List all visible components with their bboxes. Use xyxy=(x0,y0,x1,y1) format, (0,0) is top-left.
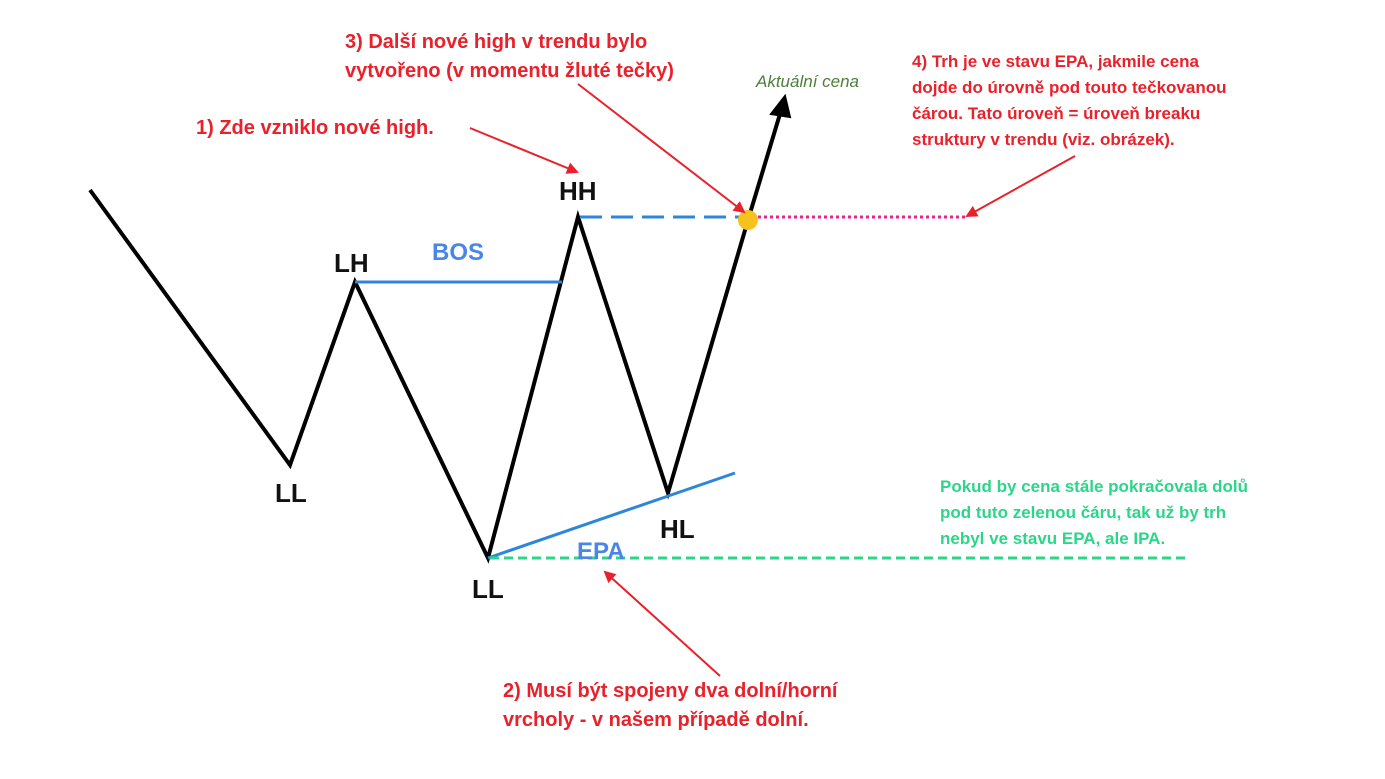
label-current-price: Aktuální cena xyxy=(756,72,860,91)
note-5: Pokud by cena stále pokračovala dolů pod… xyxy=(940,474,1248,552)
note-4-line-3: čárou. Tato úroveň = úroveň breaku xyxy=(912,104,1201,123)
label-lh: LH xyxy=(334,248,369,278)
note-4-line-4: struktury v trendu (viz. obrázek). xyxy=(912,130,1175,149)
price-arrow-line xyxy=(746,103,785,221)
label-epa: EPA xyxy=(577,538,625,565)
note-5-line-2: pod tuto zelenou čáru, tak už by trh xyxy=(940,503,1227,522)
note-3: 3) Další nové high v trendu bylo vytvoře… xyxy=(345,28,674,86)
label-hl: HL xyxy=(660,514,695,544)
label-bos: BOS xyxy=(432,239,485,266)
label-ll-2: LL xyxy=(472,574,504,604)
note-2-line-1: 2) Musí být spojeny dva dolní/horní xyxy=(503,680,838,702)
note-1: 1) Zde vzniklo nové high. xyxy=(196,117,434,139)
note-4-line-1: 4) Trh je ve stavu EPA, jakmile cena xyxy=(912,52,1199,71)
note-5-line-3: nebyl ve stavu EPA, ale IPA. xyxy=(940,529,1166,548)
price-arrow-head xyxy=(769,93,792,119)
note-2-line-2: vrcholy - v našem případě dolní. xyxy=(503,709,809,731)
note-3-line-1: 3) Další nové high v trendu bylo xyxy=(345,31,648,53)
note-4-line-2: dojde do úrovně pod touto tečkovanou xyxy=(912,78,1227,97)
arrow-note-3 xyxy=(577,83,746,214)
arrow-note-1 xyxy=(469,127,579,174)
yellow-dot xyxy=(738,210,758,230)
label-hh: HH xyxy=(559,176,597,206)
arrow-note-2 xyxy=(603,570,721,677)
note-4: 4) Trh je ve stavu EPA, jakmile cena doj… xyxy=(912,49,1227,153)
note-3-line-2: vytvořeno (v momentu žluté tečky) xyxy=(345,60,674,82)
label-ll-1: LL xyxy=(275,478,307,508)
epa-trend-line xyxy=(487,471,736,560)
note-2: 2) Musí být spojeny dva dolní/horní vrch… xyxy=(503,677,837,735)
arrow-note-4 xyxy=(965,155,1076,217)
note-5-line-1: Pokud by cena stále pokračovala dolů xyxy=(940,477,1248,496)
